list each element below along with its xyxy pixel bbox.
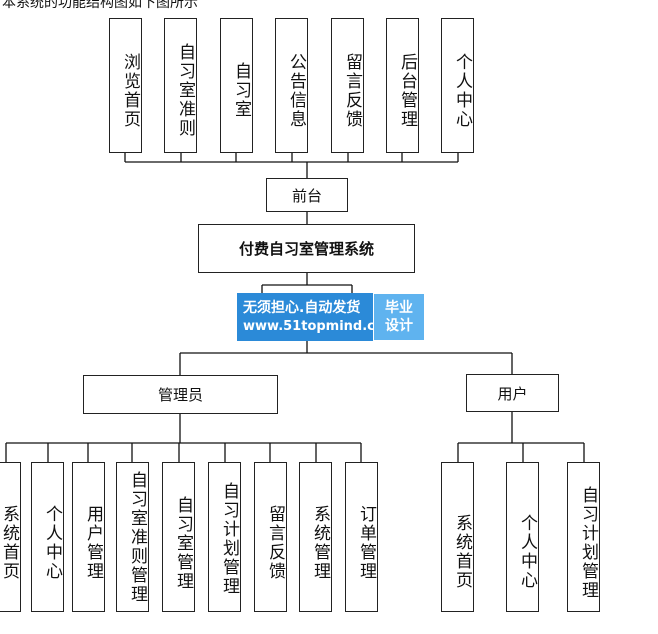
admin-item-system-home: 系统首页 bbox=[0, 462, 21, 612]
watermark-badge: 毕业 设计 bbox=[373, 293, 425, 341]
user-item-plan-management: 自习计划管理 bbox=[567, 462, 600, 612]
admin-item-order-management: 订单管理 bbox=[345, 462, 378, 612]
watermark-badge1: 毕业 bbox=[385, 300, 413, 316]
user-item-system-home: 系统首页 bbox=[441, 462, 474, 612]
admin-item-system-management: 系统管理 bbox=[299, 462, 332, 612]
front-item-backend: 后台管理 bbox=[386, 18, 419, 153]
admin-item-user-management: 用户管理 bbox=[72, 462, 105, 612]
watermark-line2: www.51topmind.com bbox=[243, 319, 398, 334]
watermark-badge2: 设计 bbox=[385, 318, 413, 334]
root-node: 付费自习室管理系统 bbox=[198, 224, 415, 273]
watermark-text: 无须担心.自动发货 www.51topmind.com bbox=[237, 293, 398, 341]
user-item-personal-center: 个人中心 bbox=[506, 462, 539, 612]
admin-item-personal-center: 个人中心 bbox=[31, 462, 64, 612]
admin-item-rules-management: 自习室准则管理 bbox=[116, 462, 149, 612]
front-item-message: 留言反馈 bbox=[331, 18, 364, 153]
caption-text: 本系统的功能结构图如下图所示 bbox=[2, 0, 198, 11]
admin-item-room-management: 自习室管理 bbox=[162, 462, 195, 612]
watermark-line1: 无须担心.自动发货 bbox=[243, 300, 361, 316]
front-item-study-room: 自习室 bbox=[220, 18, 253, 153]
watermark: 无须担心.自动发货 www.51topmind.com 毕业 设计 bbox=[237, 293, 425, 341]
front-node: 前台 bbox=[266, 178, 348, 212]
admin-node: 管理员 bbox=[83, 375, 278, 414]
admin-item-message: 留言反馈 bbox=[254, 462, 287, 612]
admin-item-plan-management: 自习计划管理 bbox=[208, 462, 241, 612]
front-item-notice: 公告信息 bbox=[275, 18, 308, 153]
front-item-study-rules: 自习室准则 bbox=[164, 18, 197, 153]
front-item-personal-center: 个人中心 bbox=[441, 18, 474, 153]
user-node: 用户 bbox=[466, 374, 559, 412]
front-item-browse-home: 浏览首页 bbox=[109, 18, 142, 153]
